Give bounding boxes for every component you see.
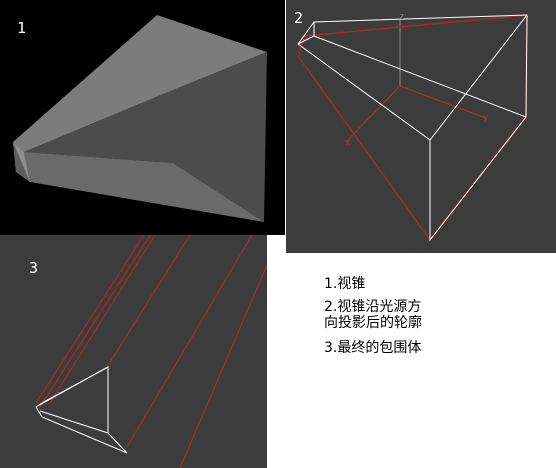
frustum-front-face bbox=[24, 52, 267, 222]
frustum-wireframe bbox=[35, 366, 128, 454]
frustum-edge bbox=[313, 35, 527, 118]
frustum-edge bbox=[41, 366, 109, 404]
legend-item-projection-line2: 向投影后的轮廓 bbox=[324, 315, 422, 331]
frustum-bottom-face bbox=[24, 152, 264, 222]
panel-bounding-volume: 3 bbox=[0, 235, 267, 468]
panel-projection: 2 z x y bbox=[286, 0, 556, 253]
bounding-edge bbox=[49, 235, 156, 404]
bounding-edge bbox=[39, 235, 151, 408]
frustum-wireframe bbox=[297, 14, 528, 242]
frustum-left-face bbox=[13, 142, 30, 182]
bounding-edge bbox=[106, 235, 191, 368]
bounding-volume-drawing bbox=[35, 235, 267, 468]
bounding-edge bbox=[179, 264, 267, 468]
panel-frustum: 1 bbox=[0, 0, 285, 235]
frustum-edge bbox=[39, 410, 109, 434]
z-axis-label: z bbox=[399, 12, 405, 22]
frustum-edge bbox=[35, 402, 43, 408]
y-axis-label: y bbox=[483, 113, 489, 123]
bounding-edge bbox=[35, 235, 145, 404]
frustum-edge bbox=[297, 21, 315, 45]
legend-item-bounding-volume: 3.最终的包围体 bbox=[324, 340, 422, 356]
panel-number: 1 bbox=[17, 19, 27, 37]
panel-number: 2 bbox=[294, 9, 304, 27]
frustum-top-face bbox=[13, 15, 267, 152]
projection-drawing bbox=[297, 14, 528, 242]
legend: 1.视锥 2.视锥沿光源方 向投影后的轮廓 3.最终的包围体 bbox=[324, 276, 524, 356]
legend-item-projection-line1: 2.视锥沿光源方 bbox=[324, 299, 422, 315]
x-axis bbox=[345, 85, 401, 143]
legend-item-frustum: 1.视锥 bbox=[324, 276, 366, 292]
bounding-edge bbox=[126, 235, 253, 448]
frustum-edge bbox=[429, 14, 528, 141]
panel-number: 3 bbox=[29, 259, 39, 277]
frustum-shaded-drawing bbox=[13, 15, 267, 222]
x-axis-label: x bbox=[345, 138, 351, 148]
y-axis bbox=[399, 85, 487, 119]
